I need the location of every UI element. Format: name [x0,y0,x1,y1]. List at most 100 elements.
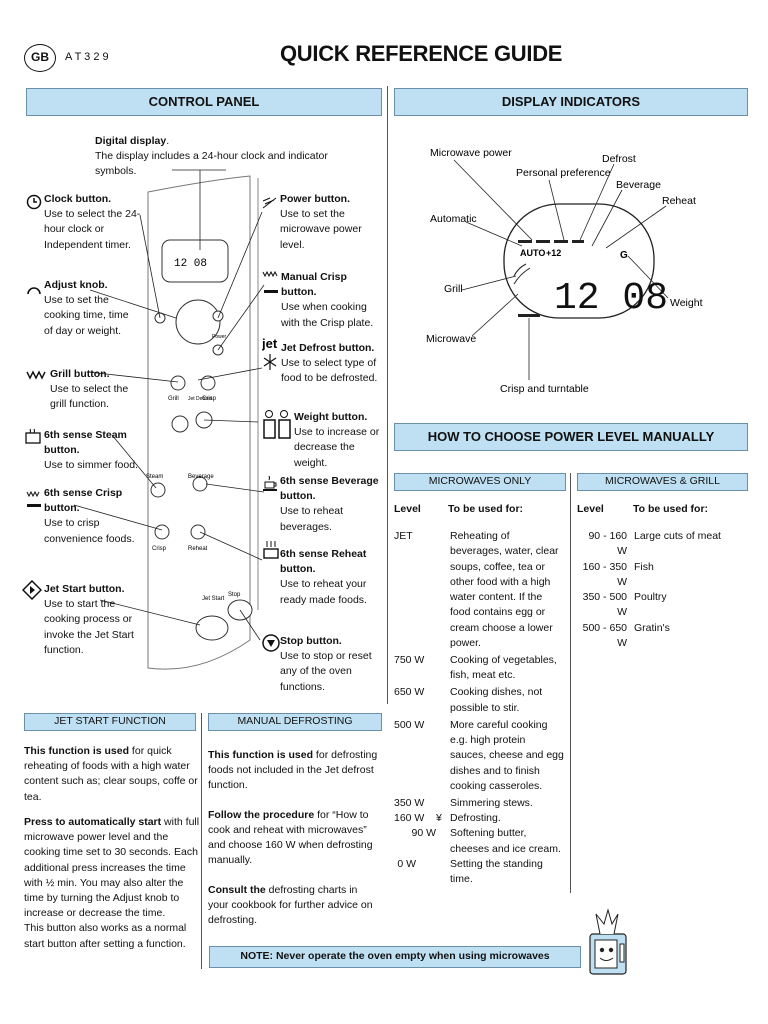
lcd-g: G [620,250,628,261]
steam-button-shape [150,482,166,498]
stop-icon [262,634,280,652]
manual-crisp-button-desc: Manual Crisp button.Use when cooking wit… [281,271,374,329]
digital-display-desc: Digital display. The display includes a … [95,135,328,178]
label-grill: Grill [444,283,463,295]
control-panel-title: CONTROL PANEL [26,88,382,116]
center-divider [387,86,388,704]
display-indicators-title: DISPLAY INDICATORS [394,88,748,116]
crisp-button-shape [212,344,224,356]
jet-start-button-desc: Jet Start button.Use to start the cookin… [44,583,134,656]
panel-crisp2-label: Crisp [152,546,167,552]
panel-jet-label: Jet Start [202,596,225,602]
beverage-icon [263,475,277,491]
panel-crisp-label: Crisp [202,396,217,402]
crisp-icon [26,490,41,507]
jet-start-text: This function is used for quick reheatin… [24,745,200,950]
bottom-divider [201,713,202,969]
panel-grill-label: Grill [168,396,179,402]
weight-button-desc: Weight button.Use to increase or decreas… [294,411,380,469]
grill-button-desc: Grill button.Use to select the grill fun… [50,368,129,411]
panel-stop-label: Stop [228,592,241,598]
mw-only-col-level: Level [394,503,421,515]
model-number: A T 3 2 9 [65,51,109,63]
jet-start-title: JET START FUNCTION [24,713,196,731]
jet-start-button-shape [195,615,229,641]
power-icon [262,197,277,209]
crisp6-button-shape [154,524,170,540]
svg-text:jet: jet [262,336,278,351]
jet-defrost-icon: jet [262,336,278,370]
mw-grill-title: MICROWAVES & GRILL [577,473,748,491]
lcd-outline [503,203,655,319]
lcd-plus12: +12 [546,248,561,258]
country-badge: GB [24,44,56,72]
lcd-auto: AUTO [520,248,545,258]
label-personal-preference: Personal preference [516,167,611,179]
label-reheat: Reheat [662,195,696,207]
label-weight: Weight [670,297,703,309]
defrost-icon: ¥ [436,812,442,825]
steam-button-desc: 6th sense Steam button.Use to simmer foo… [44,429,138,472]
lcd-grill-waves [513,263,531,285]
label-microwave-power: Microwave power [430,147,512,159]
stop-button-desc: Stop button.Use to stop or reset any of … [280,635,372,693]
lcd-time: 12 08 [554,277,668,320]
crisp-button-desc: 6th sense Crisp button.Use to crisp conv… [44,487,135,545]
jet-start-icon [22,580,42,600]
adjust-knob-desc: Adjust knob.Use to set the cooking time,… [44,279,129,337]
power-button-desc: Power button.Use to set the microwave po… [280,193,362,251]
note-bar: NOTE: Never operate the oven empty when … [209,946,581,968]
panel-steam-label: Steam [146,474,163,480]
mw-only-title: MICROWAVES ONLY [394,473,566,491]
table-divider [570,473,571,893]
crisp-manual-shape [200,375,216,391]
panel-beverage-label: Beverage [188,474,214,480]
grill-button-shape [170,375,186,391]
oven-mascot-illustration [589,908,627,975]
manual-crisp-icon [262,270,278,293]
beverage-button-desc: 6th sense Beverage button.Use to reheat … [280,475,379,533]
clock-button-shape [154,312,166,324]
reheat-button-desc: 6th sense Reheat button.Use to reheat yo… [280,548,367,606]
weight-icon [263,410,291,439]
label-microwave: Microwave [426,333,476,345]
manual-defrost-text: This function is used for defrosting foo… [208,749,378,926]
clock-icon [26,194,42,210]
lcd-crisp-plate [518,314,540,317]
display-indicators-illustration: Microwave power Defrost Personal prefere… [426,147,703,395]
mw-only-col-use: To be used for: [448,503,524,515]
power-button-shape [212,310,224,322]
label-crisp-turntable: Crisp and turntable [500,383,589,395]
mw-grill-col-use: To be used for: [633,503,709,515]
clock-button-desc: Clock button.Use to select the 24-hour c… [44,193,141,251]
label-automatic: Automatic [430,213,477,225]
jet-defrost-button-desc: Jet Defrost button. Use to select type o… [281,342,378,385]
oven-control-panel-illustration: 12 08 Grill Crisp Jet Defrost Steam Beve… [146,175,259,670]
stop-button-shape [227,599,253,621]
adjust-knob-icon [27,287,41,295]
panel-power-label: Power [212,334,227,340]
panel-jet-defrost-label: Jet Defrost [188,396,213,402]
label-beverage: Beverage [616,179,661,191]
table-row: 160 W¥Defrosting. [394,811,566,826]
panel-reheat-label: Reheat [188,546,208,552]
page-title: QUICK REFERENCE GUIDE [280,41,563,66]
panel-display-time: 12 08 [174,258,207,270]
label-defrost: Defrost [602,153,636,165]
grill-icon [26,370,46,380]
weight-plus-shape [195,411,213,429]
mw-grill-col-level: Level [577,503,604,515]
steam-icon [25,428,41,444]
